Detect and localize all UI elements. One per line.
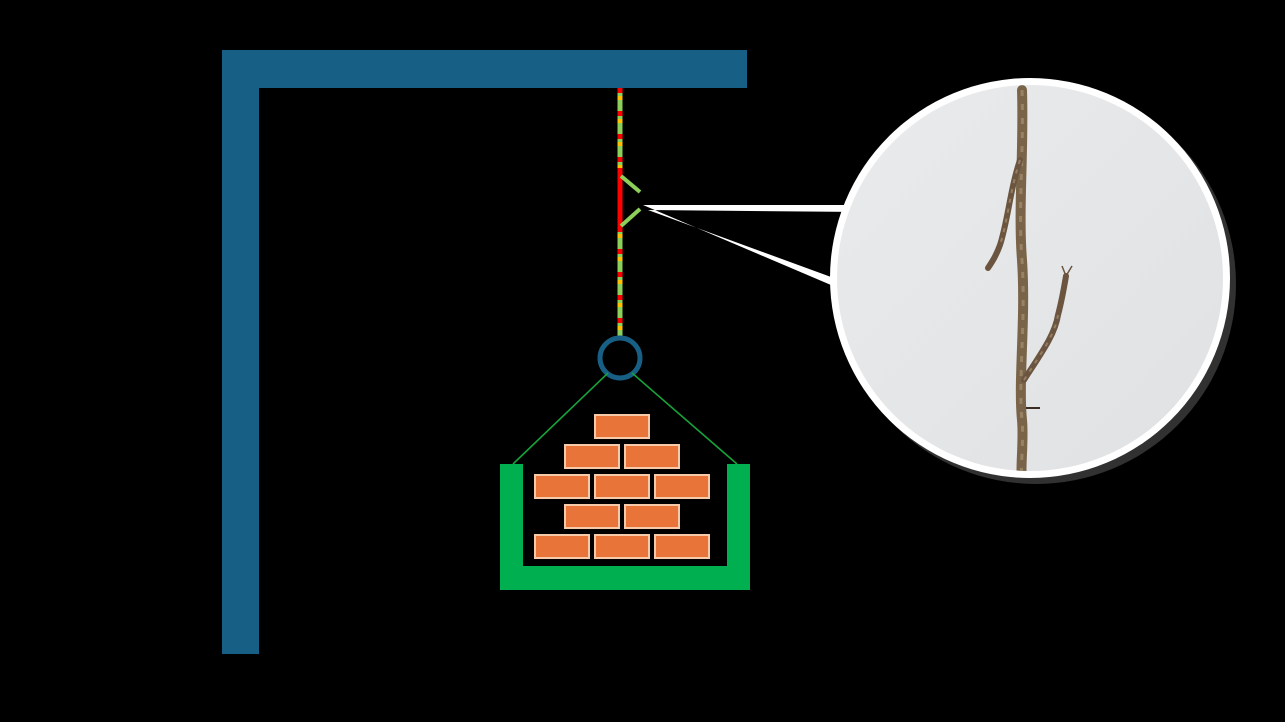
brick xyxy=(534,474,590,499)
crate-right-wall xyxy=(727,464,750,590)
crate xyxy=(500,464,750,590)
rope-fiber-upper-strand xyxy=(985,157,1023,271)
brick xyxy=(594,534,650,559)
gallows-post xyxy=(222,50,259,654)
brick xyxy=(624,444,680,469)
rope-crack xyxy=(619,174,642,228)
sling xyxy=(512,372,738,465)
zoom-callout xyxy=(830,78,1236,484)
zoom-pointer xyxy=(643,205,862,288)
brick xyxy=(594,414,650,439)
brick xyxy=(564,504,620,529)
bricks xyxy=(534,414,710,559)
brick xyxy=(654,474,710,499)
zoom-photo xyxy=(837,85,1223,471)
brick xyxy=(594,474,650,499)
gallows xyxy=(222,50,747,654)
crate-floor xyxy=(500,566,750,590)
hook-ring xyxy=(597,335,643,381)
brick xyxy=(564,444,620,469)
brick xyxy=(654,534,710,559)
crate-left-wall xyxy=(500,464,523,590)
brick xyxy=(624,504,680,529)
gallows-beam xyxy=(222,50,747,88)
brick xyxy=(534,534,590,559)
